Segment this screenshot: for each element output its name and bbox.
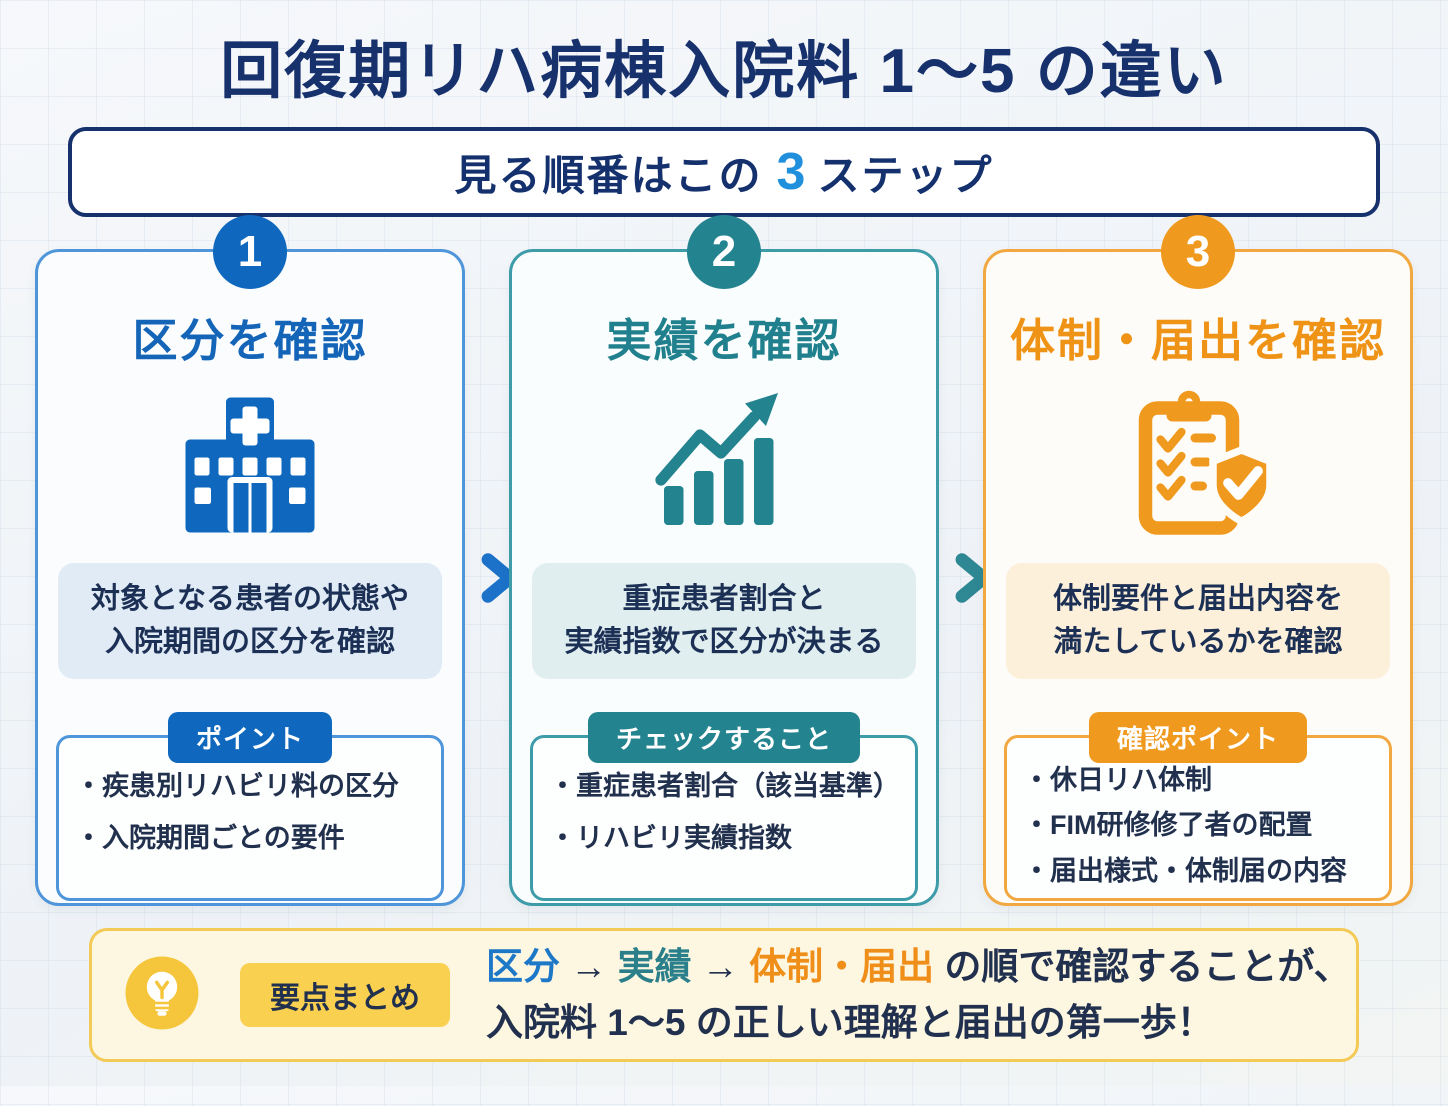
- point-item: ・疾患別リハビリ料の区分: [75, 771, 399, 801]
- subtitle-prefix: 見る順番はこの: [454, 151, 763, 199]
- points-section: チェックすること ・重症患者割合（該当基準） ・リハビリ実績指数: [530, 712, 918, 901]
- step-description: 体制要件と届出内容を 満たしているかを確認: [1006, 563, 1390, 679]
- arrow-glyph: →: [570, 945, 618, 987]
- point-item: ・FIM研修修了者の配置: [1023, 810, 1313, 841]
- hospital-icon: [38, 383, 462, 547]
- step-arrow-1: [465, 249, 517, 906]
- summary-term-jisseki: 実績: [617, 945, 702, 987]
- infographic-page: 回復期リハ病棟入院料 1〜5 の違い 見る順番はこの 3 ステップ 1 区分を確…: [0, 20, 1448, 1106]
- step-description-line1: 対象となる患者の状態や: [90, 582, 410, 615]
- summary-line1: 区分 → 実績 → 体制・届出 の順で確認することが、: [486, 943, 1351, 991]
- point-item: ・届出様式・体制届の内容: [1023, 855, 1347, 886]
- subtitle-suffix: ステップ: [817, 151, 994, 199]
- points-section: 確認ポイント ・休日リハ体制 ・FIM研修修了者の配置 ・届出様式・体制届の内容: [1004, 712, 1392, 901]
- step-card-jisseki: 2 実績を確認 重症患者割合と 実績指数で区分が決まる チェックすること: [509, 215, 939, 906]
- points-list: ・重症患者割合（該当基準） ・リハビリ実績指数: [549, 768, 903, 857]
- arrow-glyph: →: [701, 945, 750, 987]
- step-heading: 体制・届出を確認: [1009, 315, 1386, 366]
- step-card-taisei-todokede: 3 体制・届出を確認 体制要件と届出内容を: [983, 215, 1413, 906]
- points-badge: チェックすること: [587, 712, 861, 763]
- step-description: 重症患者割合と 実績指数で区分が決まる: [532, 563, 916, 679]
- step-description-line2: 入院期間の区分を確認: [104, 626, 395, 658]
- step-arrow-2: [939, 249, 991, 906]
- page-title: 回復期リハ病棟入院料 1〜5 の違い: [220, 37, 1228, 106]
- step-number-badge: 1: [213, 215, 287, 289]
- step-description-line2: 実績指数で区分が決まる: [564, 626, 884, 658]
- step-heading: 実績を確認: [606, 315, 842, 366]
- subtitle-banner: 見る順番はこの 3 ステップ: [68, 127, 1380, 217]
- points-badge: 確認ポイント: [1088, 712, 1308, 763]
- step-description-line1: 重症患者割合と: [622, 582, 826, 615]
- points-list: ・疾患別リハビリ料の区分 ・入院期間ごとの要件: [75, 768, 429, 857]
- step-description-line2: 満たしているかを確認: [1053, 626, 1343, 658]
- points-list: ・休日リハ体制 ・FIM研修修了者の配置 ・届出様式・体制届の内容: [1023, 762, 1377, 889]
- lightbulb-icon: [124, 955, 200, 1036]
- summary-badge: 要点まとめ: [240, 963, 450, 1027]
- clipboard-shield-check-icon: [986, 383, 1410, 547]
- step-number-badge: 2: [687, 215, 761, 289]
- point-item: ・休日リハ体制: [1023, 765, 1212, 795]
- step-heading: 区分を確認: [132, 315, 368, 366]
- point-item: ・入院期間ごとの要件: [75, 823, 345, 854]
- points-box: ・休日リハ体制 ・FIM研修修了者の配置 ・届出様式・体制届の内容: [1004, 735, 1392, 901]
- point-item: ・リハビリ実績指数: [549, 823, 792, 854]
- step-number-badge: 3: [1161, 215, 1235, 289]
- summary-text: 区分 → 実績 → 体制・届出 の順で確認することが、 入院料 1〜5 の正しい…: [486, 943, 1351, 1047]
- points-section: ポイント ・疾患別リハビリ料の区分 ・入院期間ごとの要件: [56, 712, 444, 901]
- steps-row: 1 区分を確認: [0, 215, 1448, 906]
- summary-term-kubun: 区分: [486, 945, 571, 987]
- subtitle-step-count: 3: [776, 143, 808, 201]
- summary-box: 要点まとめ 区分 → 実績 → 体制・届出 の順で確認することが、 入院料 1〜…: [89, 928, 1359, 1062]
- points-box: ・疾患別リハビリ料の区分 ・入院期間ごとの要件: [56, 735, 444, 901]
- bar-chart-rising-icon: [512, 383, 936, 547]
- summary-line1-rest: の順で確認することが、: [944, 945, 1351, 987]
- step-description-line1: 体制要件と届出内容を: [1052, 582, 1343, 615]
- step-description: 対象となる患者の状態や 入院期間の区分を確認: [58, 563, 442, 679]
- summary-line2: 入院料 1〜5 の正しい理解と届出の第一歩！: [486, 1002, 1214, 1043]
- points-badge: ポイント: [167, 712, 333, 763]
- step-card-kubun: 1 区分を確認: [35, 215, 465, 906]
- point-item: ・重症患者割合（該当基準）: [549, 771, 900, 801]
- summary-term-taisei: 体制・届出: [749, 945, 945, 987]
